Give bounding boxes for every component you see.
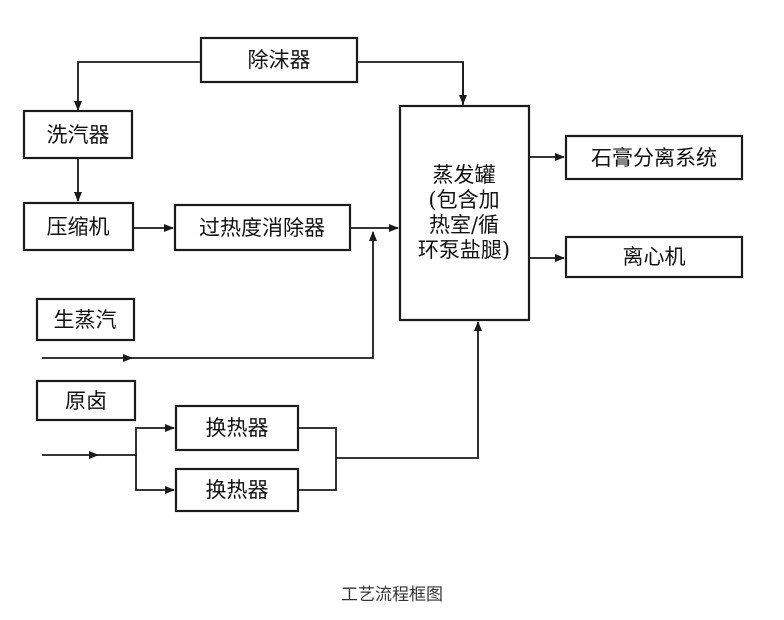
gypsum-separation-box: 石膏分离系统 <box>564 134 744 181</box>
raw-brine-box: 原卤 <box>35 379 137 422</box>
raw-brine-label: 原卤 <box>65 389 107 413</box>
connectors <box>42 61 565 494</box>
centrifuge-box: 离心机 <box>564 235 744 279</box>
demister-label: 除沫器 <box>248 48 311 72</box>
centrifuge-label: 离心机 <box>623 245 686 269</box>
compressor-box: 压缩机 <box>22 201 135 252</box>
evaporator-box: 蒸发罐 (包含加 热室/循 环泵盐腿) <box>398 104 531 322</box>
arrow-evaporator-to-demister <box>357 61 464 105</box>
heat-exchanger-2-box: 换热器 <box>174 467 300 513</box>
desuperheater-box: 过热度消除器 <box>173 203 352 252</box>
line-raw-brine-split <box>96 424 175 456</box>
gypsum-separation-label: 石膏分离系统 <box>591 146 717 170</box>
evaporator-label-line-4: 环泵盐腿) <box>418 238 510 262</box>
evaporator-label-line-2: (包含加 <box>428 188 499 212</box>
compressor-label: 压缩机 <box>47 215 110 239</box>
evaporator-label-line-1: 蒸发罐 <box>433 163 496 187</box>
live-steam-label: 生蒸汽 <box>54 308 117 332</box>
demister-box: 除沫器 <box>199 36 359 84</box>
arrow-demister-to-scrubber <box>74 61 200 111</box>
arrow-exchangers-to-evaporator <box>336 321 482 459</box>
process-flow-diagram: 除沫器 洗汽器 压缩机 过热度消除器 生蒸汽 原卤 换热器 换热器 蒸发罐 (包… <box>22 36 744 513</box>
heat-exchanger-1-label: 换热器 <box>206 416 269 440</box>
live-steam-box: 生蒸汽 <box>35 297 136 342</box>
line-raw-brine-split-lower <box>135 455 175 494</box>
heat-exchanger-1-box: 换热器 <box>174 404 300 452</box>
desuperheater-label: 过热度消除器 <box>199 216 325 240</box>
line-exchangers-merge <box>298 427 337 491</box>
figure-caption: 工艺流程框图 <box>341 585 443 605</box>
line-live-steam-to-join <box>130 231 377 359</box>
scrubber-box: 洗汽器 <box>22 109 134 160</box>
scrubber-label: 洗汽器 <box>47 123 110 147</box>
heat-exchanger-2-label: 换热器 <box>206 478 269 502</box>
evaporator-label-line-3: 热室/循 <box>429 213 499 237</box>
